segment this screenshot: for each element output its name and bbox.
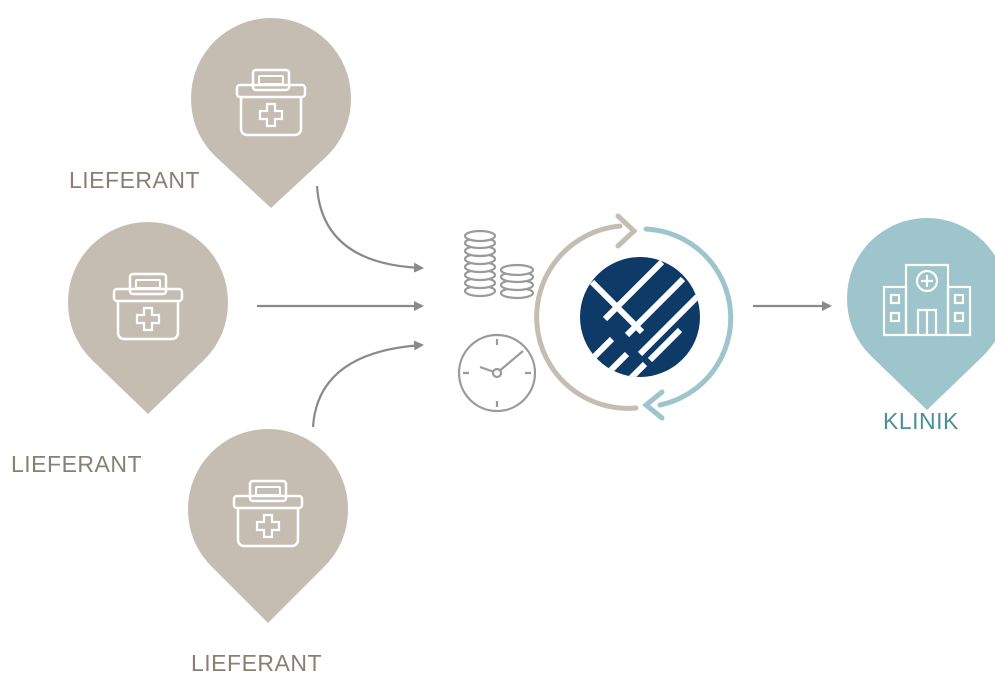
flow-arrow-top <box>315 185 424 273</box>
clinic-label: KLINIK <box>883 408 959 434</box>
coins-icon <box>463 229 535 300</box>
supplier-pin-1-shape <box>191 18 351 208</box>
clock-icon <box>457 333 537 413</box>
cycle-arrowhead-bottom <box>642 389 665 421</box>
supplier-pin-1 <box>191 18 351 208</box>
supplier-pin-2 <box>68 222 228 414</box>
cycle-arrowhead-top <box>615 213 638 249</box>
cycle-arc-left <box>534 223 639 411</box>
handshake-logo-icon <box>580 257 700 377</box>
cycle-arrows-icon <box>534 213 734 421</box>
supplier-pin-3 <box>187 428 348 623</box>
supplier-label-2: LIEFERANT <box>11 451 143 477</box>
hospital-icon <box>882 263 972 337</box>
supplier-pin-2-shape <box>68 222 228 414</box>
flow-arrow-bottom <box>311 340 424 428</box>
supplier-label-3: LIEFERANT <box>191 650 323 676</box>
clinic-pin-shape <box>847 218 995 410</box>
supplier-pin-3-shape <box>187 428 348 623</box>
supplier-label-1: LIEFERANT <box>69 167 201 193</box>
clinic-pin <box>847 218 995 410</box>
cycle-arc-right <box>643 226 734 408</box>
